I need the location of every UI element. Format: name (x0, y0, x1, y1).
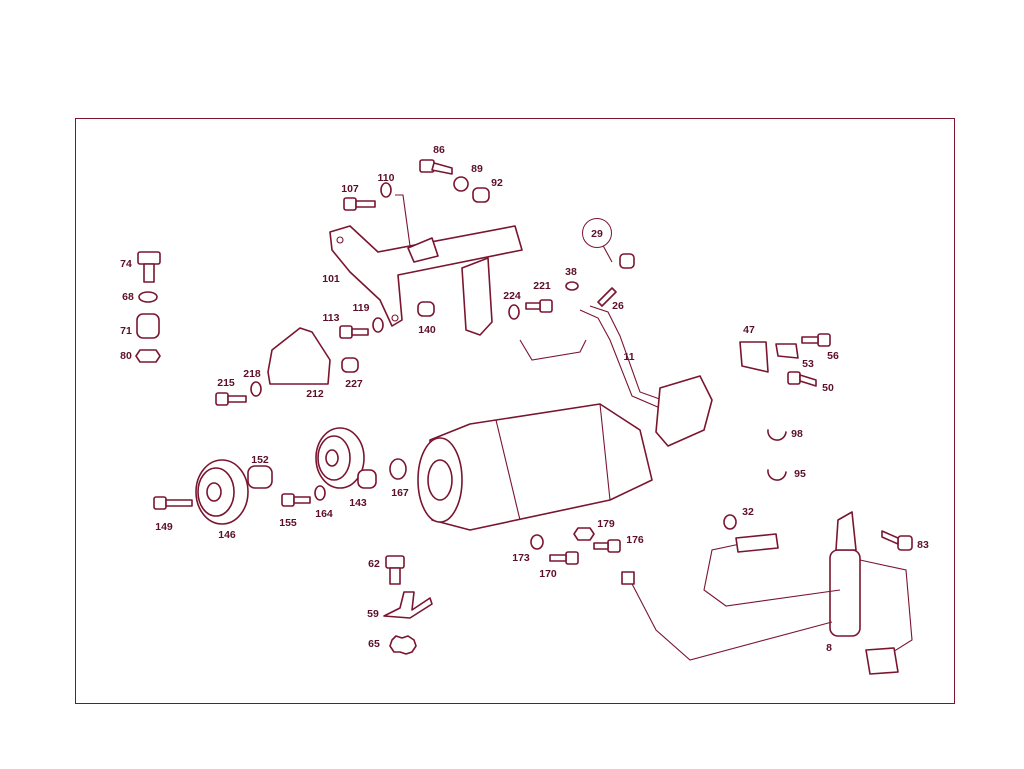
callout-38: 38 (565, 266, 577, 278)
nut-80[interactable] (135, 349, 161, 363)
bolt-113[interactable] (339, 325, 369, 339)
washer-119[interactable] (372, 317, 384, 333)
washer-110[interactable] (380, 182, 392, 198)
washer-32[interactable] (723, 514, 737, 530)
bolt-176[interactable] (593, 539, 621, 553)
washer-68[interactable] (138, 291, 158, 303)
callout-32: 32 (742, 506, 754, 518)
bushing-140[interactable] (417, 301, 435, 317)
bolt-170[interactable] (549, 551, 579, 565)
valve-26[interactable] (597, 287, 617, 307)
callout-86: 86 (433, 144, 445, 156)
bolt-62[interactable] (385, 555, 405, 585)
callout-218: 218 (243, 368, 261, 380)
callout-164: 164 (315, 508, 333, 520)
fitting-176-line (621, 571, 635, 585)
bracket-212[interactable] (267, 327, 331, 385)
callout-149: 149 (155, 521, 173, 533)
callout-62: 62 (368, 558, 380, 570)
callout-221: 221 (533, 280, 551, 292)
callout-227: 227 (345, 378, 363, 390)
compressor[interactable] (417, 403, 653, 531)
callout-110: 110 (377, 172, 395, 184)
pulley-146[interactable] (195, 459, 249, 525)
callout-circle-29 (582, 218, 612, 248)
callout-80: 80 (120, 350, 132, 362)
bolt-155[interactable] (281, 493, 311, 507)
line-11[interactable] (519, 305, 713, 447)
callout-101: 101 (322, 273, 340, 285)
callout-107: 107 (341, 183, 359, 195)
bolt-107[interactable] (343, 197, 376, 211)
diagram-frame (75, 118, 955, 704)
washer-218[interactable] (250, 381, 262, 397)
callout-140: 140 (418, 324, 436, 336)
callout-224: 224 (503, 290, 521, 302)
callout-212: 212 (306, 388, 324, 400)
callout-83: 83 (917, 539, 929, 551)
bushing-227[interactable] (341, 357, 359, 373)
callout-74: 74 (120, 258, 132, 270)
bolt-83[interactable] (881, 530, 913, 551)
callout-152: 152 (251, 454, 269, 466)
callout-50: 50 (822, 382, 834, 394)
bolt-221[interactable] (525, 299, 553, 313)
callout-59: 59 (367, 608, 379, 620)
bushing-92[interactable] (472, 187, 490, 203)
bracket-47[interactable] (739, 341, 769, 373)
callout-215: 215 (217, 377, 235, 389)
callout-29: 29 (591, 228, 603, 240)
callout-65: 65 (368, 638, 380, 650)
receiver-drier-8[interactable] (629, 511, 913, 675)
callout-173: 173 (512, 552, 530, 564)
washer-38[interactable] (565, 281, 579, 291)
pulley-143[interactable] (315, 427, 377, 489)
callout-155: 155 (279, 517, 297, 529)
callout-26: 26 (612, 300, 624, 312)
callout-167: 167 (391, 487, 409, 499)
bolt-86[interactable] (419, 159, 453, 175)
callout-47: 47 (743, 324, 755, 336)
callout-11: 11 (623, 351, 635, 363)
washer-173[interactable] (530, 534, 544, 550)
clamp-95[interactable] (767, 469, 787, 481)
callout-71: 71 (120, 325, 132, 337)
callout-8: 8 (826, 642, 832, 654)
callout-119: 119 (352, 302, 370, 314)
bolt-149[interactable] (153, 496, 193, 510)
bolt-56[interactable] (801, 333, 831, 347)
callout-56: 56 (827, 350, 839, 362)
callout-170: 170 (539, 568, 557, 580)
callout-98: 98 (791, 428, 803, 440)
bolt-50[interactable] (787, 371, 817, 387)
lock-washer-65[interactable] (389, 635, 417, 655)
bracket-101[interactable] (329, 225, 523, 336)
callout-89: 89 (471, 163, 483, 175)
clamp-59[interactable] (383, 591, 433, 619)
bolt-74[interactable] (137, 251, 161, 283)
clip-53[interactable] (775, 343, 799, 359)
clamp-98[interactable] (767, 429, 787, 441)
nut-179[interactable] (573, 527, 595, 541)
washer-89[interactable] (453, 176, 469, 192)
callout-92: 92 (491, 177, 503, 189)
callout-146: 146 (218, 529, 236, 541)
callout-113: 113 (322, 312, 340, 324)
washer-164[interactable] (314, 485, 326, 501)
callout-68: 68 (122, 291, 134, 303)
callout-179: 179 (597, 518, 615, 530)
spacer-152[interactable] (247, 465, 273, 489)
ring-167[interactable] (389, 458, 407, 480)
callout-143: 143 (349, 497, 367, 509)
washer-224[interactable] (508, 304, 520, 320)
callout-176: 176 (626, 534, 644, 546)
leader-110 (395, 194, 411, 247)
callout-95: 95 (794, 468, 806, 480)
bolt-215[interactable] (215, 392, 247, 406)
fitting-29[interactable] (619, 253, 635, 269)
callout-53: 53 (802, 358, 814, 370)
mount-71[interactable] (136, 313, 160, 339)
